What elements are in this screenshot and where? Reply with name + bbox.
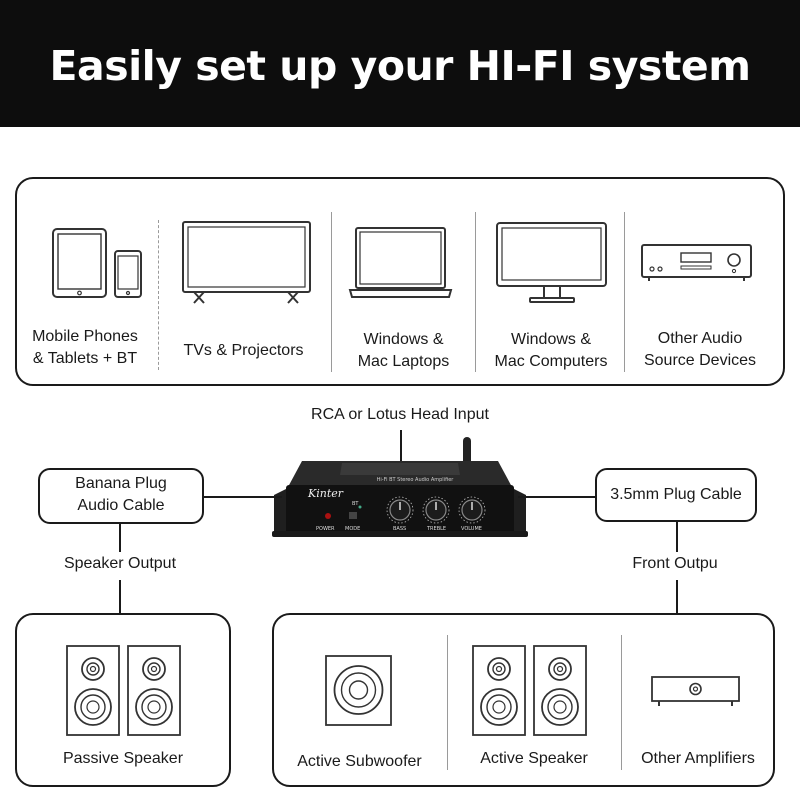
passive-speaker-label: Passive Speaker — [62, 750, 184, 767]
label-line: Mac Computers — [494, 353, 608, 370]
source-label-tv: TVs & Projectors — [183, 342, 304, 359]
input-label: RCA or Lotus Head Input — [311, 406, 489, 423]
separator — [331, 212, 332, 372]
subwoofer-label: Active Subwoofer — [297, 753, 422, 770]
source-label-mobile: Mobile Phones & Tablets + BT — [20, 326, 150, 370]
amp-brand: Kinter — [308, 487, 344, 500]
plug-cable-label: 3.5mm Plug Cable — [610, 486, 742, 503]
label-line: Other Audio — [657, 330, 743, 347]
label-line: Banana Plug — [75, 475, 167, 492]
amp-model-text: Hi-Fi BT Stereo Audio Amplifier — [376, 477, 454, 483]
label-line: Windows & — [510, 331, 592, 348]
active-outputs-panel — [272, 613, 775, 787]
passive-speaker-icon — [66, 645, 181, 736]
banana-plug-label: Banana Plug Audio Cable — [38, 473, 204, 517]
banana-plug-cable-box — [38, 468, 204, 524]
label-line: Source Devices — [643, 352, 757, 369]
connector-line — [119, 580, 121, 613]
other-amplifiers-label: Other Amplifiers — [641, 750, 755, 767]
source-label-laptop: Windows & Mac Laptops — [336, 329, 471, 373]
amp-power-label: POWER — [316, 526, 335, 532]
separator — [158, 220, 159, 370]
label-line: & Tablets + BT — [32, 350, 138, 367]
connector-line — [676, 522, 678, 552]
connector-line — [204, 496, 282, 498]
active-speaker-label: Active Speaker — [480, 750, 588, 767]
amp-mode-label: MODE — [345, 526, 361, 532]
laptop-icon — [348, 227, 453, 298]
separator — [447, 635, 448, 770]
connector-line — [676, 580, 678, 613]
source-label-other-audio: Other Audio Source Devices — [630, 328, 770, 372]
active-speaker-icon — [472, 645, 587, 736]
label-line: Windows & — [363, 331, 444, 348]
tv-icon — [182, 221, 311, 304]
amplifier-icon — [651, 676, 740, 706]
plug-cable-box — [595, 468, 757, 522]
title-banner: Easily set up your HI-FI system — [0, 0, 800, 127]
subwoofer-icon — [325, 655, 392, 726]
passive-speaker-panel — [15, 613, 231, 787]
amp-treble-label: TREBLE — [427, 526, 447, 532]
front-output-label: Front Outpu — [632, 555, 718, 572]
label-line: Audio Cable — [77, 497, 165, 514]
connector-line — [119, 524, 121, 552]
connector-line — [400, 430, 402, 462]
separator — [621, 635, 622, 770]
monitor-icon — [496, 222, 607, 303]
mobile-tablet-icon — [52, 228, 142, 298]
audio-source-device-icon — [641, 244, 752, 281]
sources-panel — [15, 177, 785, 386]
connector-line — [518, 496, 595, 498]
label-line: Mobile Phones — [32, 328, 138, 345]
amp-volume-label: VOLUME — [461, 526, 482, 532]
page-title: Easily set up your HI-FI system — [49, 42, 751, 90]
amp-bt-label: BT — [352, 501, 359, 507]
separator — [624, 212, 625, 372]
label-line: Mac Laptops — [357, 353, 450, 370]
amp-bass-label: BASS — [393, 526, 407, 532]
source-label-computer: Windows & Mac Computers — [481, 329, 621, 373]
speaker-output-label: Speaker Output — [63, 555, 177, 572]
separator — [475, 212, 476, 372]
